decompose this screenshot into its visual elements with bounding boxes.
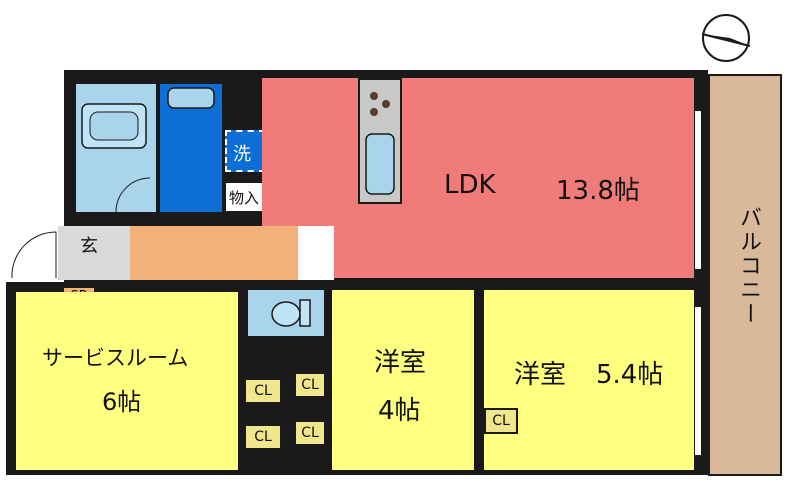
service-room: サービスルーム 6帖 xyxy=(16,292,238,470)
kitchen-counter xyxy=(358,78,402,204)
balcony: バルコニー xyxy=(708,74,782,476)
closet-3: CL xyxy=(294,372,326,398)
entry-hall xyxy=(298,226,334,280)
ldk-name: LDK xyxy=(444,170,496,200)
bathtub-icon xyxy=(81,103,151,212)
western-room-small-size: 4帖 xyxy=(378,396,421,426)
western-room-small-name: 洋室 xyxy=(374,348,427,378)
service-room-name: サービスルーム xyxy=(42,346,189,370)
closet-2: CL xyxy=(244,424,282,450)
genkan: 玄 xyxy=(58,226,130,280)
compass-north-arrow-icon xyxy=(701,14,751,62)
balcony-label: バルコニー xyxy=(736,206,761,326)
ldk-window xyxy=(694,110,702,270)
washroom xyxy=(160,84,222,212)
closet-4: CL xyxy=(294,420,326,446)
closet-5-label: CL xyxy=(492,413,510,429)
toilet-icon xyxy=(271,299,311,327)
closet-1: CL xyxy=(244,378,282,404)
western-room-large: 洋室 5.4帖 xyxy=(484,290,694,470)
service-room-size: 6帖 xyxy=(102,388,142,416)
western-room-large-size: 5.4帖 xyxy=(596,360,664,390)
closet-5: CL xyxy=(484,408,518,434)
storage-label: 物入 xyxy=(229,189,260,207)
closet-1-label: CL xyxy=(254,383,272,399)
kitchen-sink-icon xyxy=(365,133,395,195)
wash-basin-icon xyxy=(167,87,215,109)
ldk-room: LDK 13.8帖 xyxy=(262,78,694,278)
bathroom xyxy=(76,84,156,212)
toilet-room xyxy=(248,290,324,336)
closet-4-label: CL xyxy=(301,425,319,441)
closet-3-label: CL xyxy=(301,377,319,393)
washer-label: 洗 xyxy=(233,144,251,165)
stove-burner-icon xyxy=(370,92,390,116)
closet-2-label: CL xyxy=(254,429,272,445)
western-room-small: 洋室 4帖 xyxy=(332,290,474,470)
corridor xyxy=(130,226,298,280)
entrance-door-swing xyxy=(11,231,57,279)
western-room-large-name: 洋室 xyxy=(514,360,567,390)
washer-space: 洗 xyxy=(225,130,265,172)
ldk-size: 13.8帖 xyxy=(556,176,640,206)
bedroom-window xyxy=(694,306,702,456)
storage: 物入 xyxy=(225,182,267,212)
genkan-label: 玄 xyxy=(80,236,98,257)
